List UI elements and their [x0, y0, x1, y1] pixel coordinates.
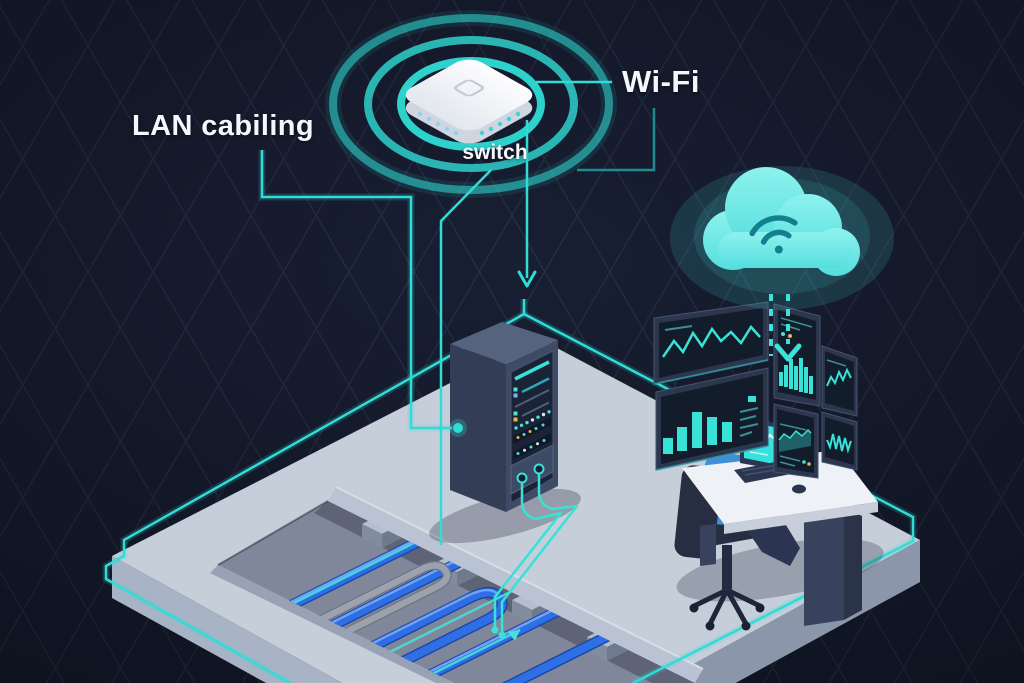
mouse: [792, 484, 806, 494]
ap-downlink-arrowhead: [517, 270, 537, 288]
raised-floor-platform: [112, 338, 920, 683]
wire-arrowhead: [508, 630, 520, 641]
server-patch-cables: [491, 474, 579, 639]
cloud-wifi-icon: [749, 215, 798, 254]
underfloor-wire-teal: [259, 628, 521, 683]
monitor-waveform: [821, 411, 858, 471]
cloud-downlink-arrows: [769, 294, 790, 356]
server-left-face: [450, 344, 506, 512]
annotation-lines: [258, 80, 656, 545]
server-port: [516, 472, 528, 484]
underfloor-cable-gray: [218, 561, 452, 683]
downlink-arrowhead: [774, 343, 802, 362]
switch-pointer-line: [439, 169, 492, 545]
lan-pointer-line: [260, 150, 452, 430]
server-port: [533, 463, 545, 475]
monitor-line-chart: [653, 301, 769, 385]
monitor-dashboard: [773, 403, 819, 479]
label-wifi: Wi-Fi: [622, 64, 700, 99]
wifi-cloud: [670, 166, 894, 310]
monitor-bar-chart: [655, 367, 769, 471]
underfloor-cavity: [218, 501, 695, 683]
desk-top: [682, 450, 878, 524]
label-lan-cabling: LAN cabiling: [132, 110, 315, 142]
desk: [682, 450, 878, 626]
wifi-elbow-line: [577, 108, 656, 172]
label-switch: switch: [462, 141, 528, 164]
monitor-line-chart-2: [821, 345, 858, 417]
wifi-access-point: [405, 59, 533, 144]
ap-led-lights: [417, 111, 521, 136]
server-top-face: [450, 322, 558, 364]
ap-logo-icon: [454, 79, 484, 97]
underfloor-wire-teal: [218, 501, 601, 683]
monitor-wall: [653, 301, 858, 479]
server-rack-units: [513, 360, 551, 460]
lan-endpoint-dot: [453, 423, 463, 433]
monitor-bar-chart-2: [773, 303, 821, 407]
